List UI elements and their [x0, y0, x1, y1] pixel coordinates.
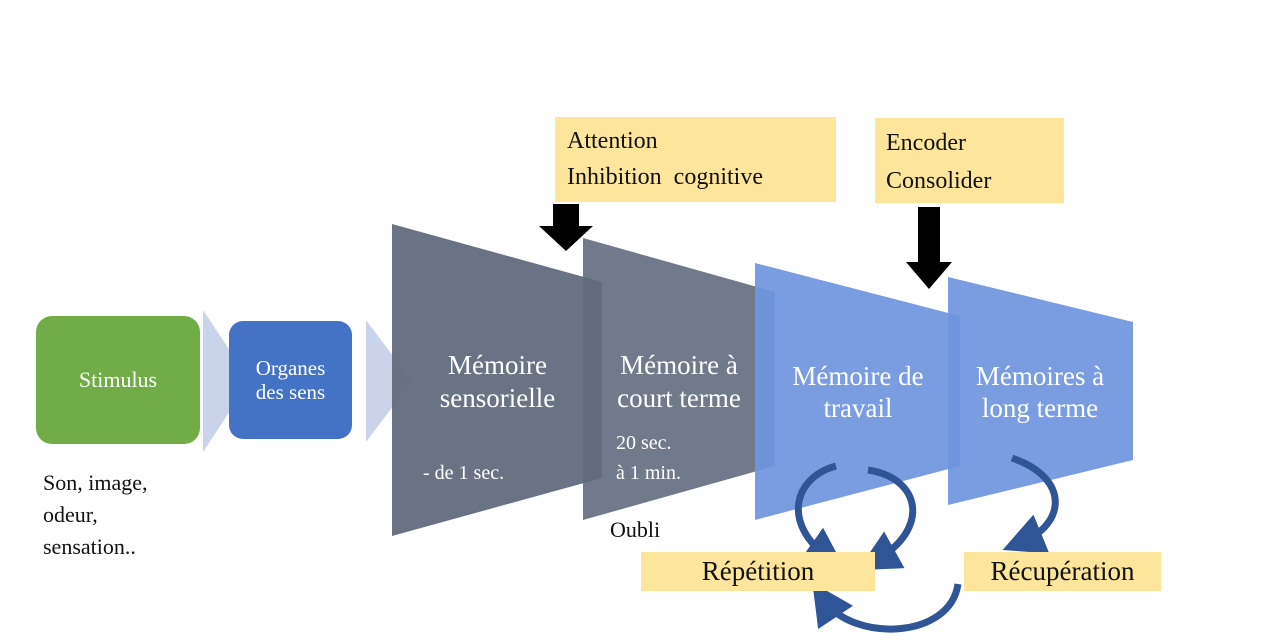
stimulus-example-line1: Son, image,	[43, 470, 148, 495]
working-memory-label: Mémoire de travail	[763, 358, 953, 426]
sensory-duration: - de 1 sec.	[423, 462, 505, 484]
attention-label: Attention	[567, 128, 658, 154]
short-term-duration-line2: à 1 min.	[616, 462, 681, 484]
inhibition-label: Inhibition cognitive	[567, 164, 763, 190]
encode-label: Encoder	[886, 130, 966, 156]
sensory-memory-shape	[392, 224, 602, 536]
sense-organs-label: Organes des sens	[255, 356, 326, 404]
working-memory-shape	[755, 263, 960, 520]
long-term-memory-text: Mémoires à long terme	[975, 361, 1105, 423]
forgetting-label: Oubli	[610, 517, 661, 542]
stimulus-node: Stimulus	[36, 316, 200, 444]
repetition-left-curve-arrow	[794, 462, 846, 570]
retrieval-box: Récupération	[964, 552, 1161, 591]
repetition-right-curve-arrow	[857, 466, 917, 571]
stimulus-label: Stimulus	[78, 367, 158, 392]
short-term-memory-label: Mémoire à court terme	[590, 344, 768, 420]
repetition-box: Répétition	[641, 552, 875, 591]
long-term-memory-label: Mémoires à long terme	[952, 358, 1128, 426]
attention-box: Attention Inhibition cognitive	[555, 117, 836, 202]
encode-down-arrow	[906, 207, 952, 289]
retrieval-label: Récupération	[990, 556, 1135, 586]
sensory-memory-text: Mémoire sensorielle	[439, 350, 556, 413]
bottom-loop-curve-arrow	[812, 582, 962, 633]
short-term-memory-text: Mémoire à court terme	[617, 350, 741, 413]
consolidate-label: Consolider	[886, 168, 992, 194]
sensory-memory-label: Mémoire sensorielle	[400, 344, 595, 420]
short-term-memory-shape	[583, 238, 775, 520]
sense-organs-node: Organes des sens	[229, 321, 352, 439]
retrieval-curve-arrow	[1002, 454, 1059, 554]
stimulus-example-line3: sensation..	[43, 534, 136, 559]
short-term-duration-line1: 20 sec.	[616, 432, 672, 454]
stimulus-example-line2: odeur,	[43, 502, 98, 527]
repetition-label: Répétition	[701, 556, 815, 586]
chevron-arrow-2	[366, 320, 412, 442]
attention-down-arrow	[539, 204, 593, 251]
working-memory-text: Mémoire de travail	[792, 361, 924, 423]
chevron-arrow-1	[203, 310, 250, 452]
stimulus-examples: Son, image, odeur, sensation..	[43, 467, 148, 563]
encode-box: Encoder Consolider	[875, 118, 1064, 203]
long-term-memory-shape	[948, 277, 1133, 505]
